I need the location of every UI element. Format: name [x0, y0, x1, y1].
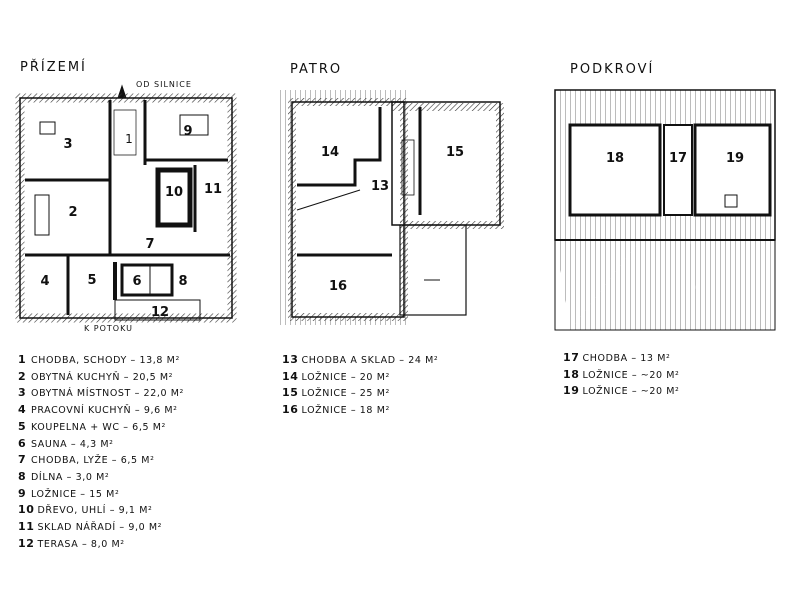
floor-title-ground: PŘÍZEMÍ: [20, 60, 87, 75]
room-number: 7: [145, 237, 154, 252]
floor-title-attic: PODKROVÍ: [570, 62, 655, 77]
room-number: 11: [204, 182, 222, 197]
room-number: 5: [87, 273, 96, 288]
room-number: 14: [321, 145, 339, 160]
floor-title-first: PATRO: [290, 62, 343, 77]
room-number: 13: [371, 179, 389, 194]
room-number: 9: [183, 124, 192, 139]
first-floor-plan: [278, 90, 504, 325]
room-number: 12: [151, 305, 169, 320]
room-number: 1: [125, 132, 133, 146]
road-note: OD SILNICE: [136, 80, 192, 89]
room-number: 2: [68, 205, 77, 220]
ground-floor-plan: [15, 84, 237, 323]
room-number: 17: [669, 151, 687, 166]
room-number: 15: [446, 145, 464, 160]
room-number: 19: [726, 151, 744, 166]
room-number: 18: [606, 151, 624, 166]
stream-note: K POTOKU: [84, 324, 133, 333]
room-number: 3: [63, 137, 72, 152]
room-number: 10: [165, 185, 183, 200]
room-number: 16: [329, 279, 347, 294]
room-number: 8: [178, 274, 187, 289]
attic-plan: [554, 89, 776, 331]
room-number: 4: [40, 274, 49, 289]
room-number: 6: [132, 274, 141, 289]
